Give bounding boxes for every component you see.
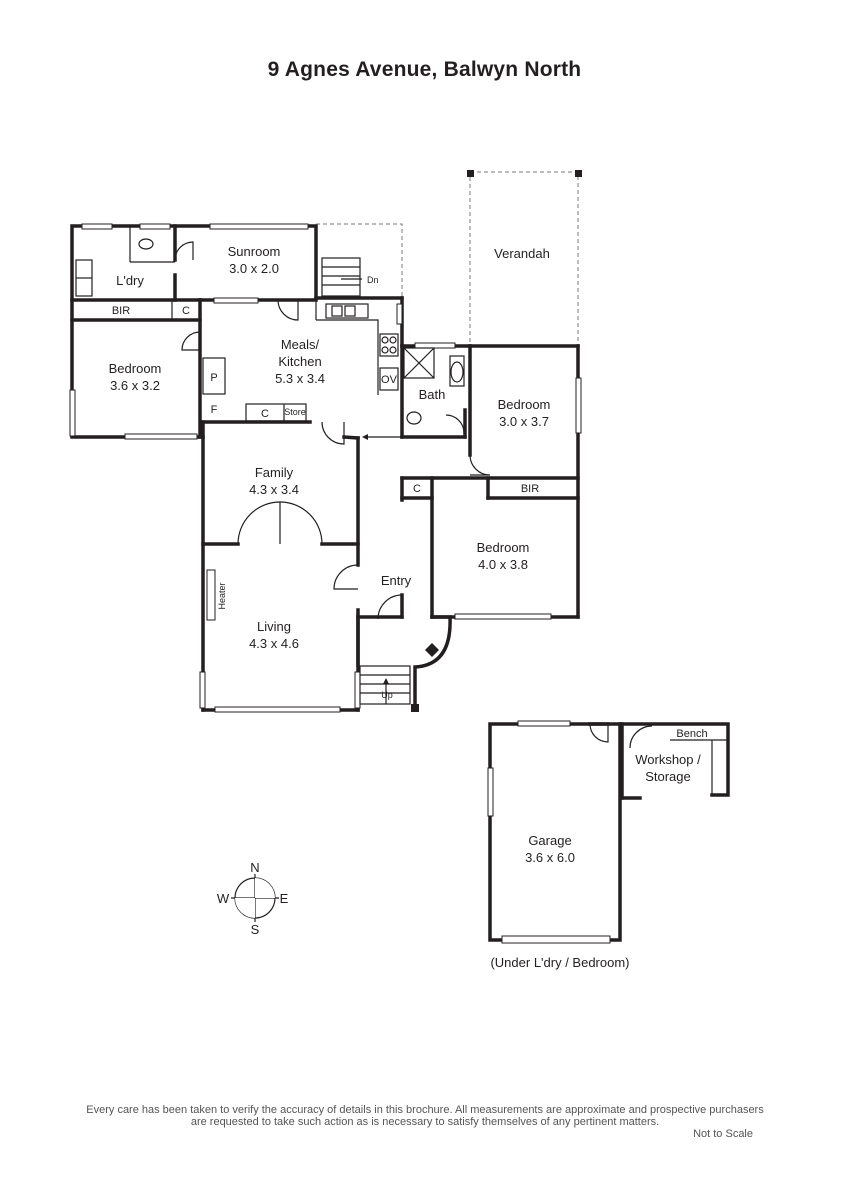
disclaimer-line-1: Every care has been taken to verify the … — [86, 1104, 764, 1116]
disclaimer-line-2: are requested to take such action as is … — [190, 1116, 660, 1128]
stairs-down-label: Dn — [367, 275, 379, 285]
bir-right-label: BIR — [521, 483, 539, 495]
compass-east: E — [280, 891, 289, 906]
house-walls — [70, 224, 580, 712]
meals-kitchen-size: 5.3 x 3.4 — [275, 371, 325, 386]
garage-note: (Under L'dry / Bedroom) — [490, 955, 629, 970]
family-size: 4.3 x 3.4 — [249, 482, 299, 497]
entry-label: Entry — [381, 573, 412, 588]
compass-icon: N S E W — [217, 860, 289, 937]
sunroom-size: 3.0 x 2.0 — [229, 261, 279, 276]
bedroom-main-size: 4.0 x 3.8 — [478, 557, 528, 572]
cupboard-right-label: C — [413, 483, 421, 495]
bedroom-right-size: 3.0 x 3.7 — [499, 414, 549, 429]
compass-north: N — [250, 860, 259, 875]
living-size: 4.3 x 4.6 — [249, 636, 299, 651]
windows — [69, 223, 582, 713]
fridge-label: F — [211, 404, 218, 416]
page-title: 9 Agnes Avenue, Balwyn North — [267, 58, 582, 81]
heater-label: Heater — [217, 582, 227, 609]
workshop-label: Workshop / — [635, 752, 701, 767]
disclaimer: Every care has been taken to verify the … — [40, 1104, 810, 1128]
bedroom-left-label: Bedroom — [109, 361, 162, 376]
oven-label: OV — [381, 374, 398, 386]
stairs-up-label: Up — [381, 690, 393, 700]
store-label: Store — [284, 407, 306, 417]
pantry-label: P — [210, 372, 217, 384]
living-label: Living — [257, 619, 291, 634]
family-label: Family — [255, 465, 294, 480]
verandah — [467, 170, 582, 346]
doors — [174, 241, 491, 620]
sunroom-label: Sunroom — [228, 244, 281, 259]
bir-left-label: BIR — [112, 305, 130, 317]
meals-label: Meals/ — [281, 337, 320, 352]
garage-label: Garage — [528, 833, 571, 848]
cupboard-kitchen-label: C — [261, 408, 269, 420]
garage-walls — [487, 720, 730, 944]
storage-label: Storage — [645, 769, 691, 784]
bench-label: Bench — [676, 728, 707, 740]
verandah-label: Verandah — [494, 246, 550, 261]
laundry-label: L'dry — [116, 273, 144, 288]
bath-label: Bath — [419, 387, 446, 402]
cupboard-left-label: C — [182, 305, 190, 317]
deck-outline — [316, 223, 403, 297]
bedroom-left-size: 3.6 x 3.2 — [110, 378, 160, 393]
garage-size: 3.6 x 6.0 — [525, 850, 575, 865]
compass-west: W — [217, 891, 230, 906]
fixtures — [75, 238, 465, 712]
compass-south: S — [251, 922, 260, 937]
bedroom-right-label: Bedroom — [498, 397, 551, 412]
bedroom-main-label: Bedroom — [477, 540, 530, 555]
kitchen-label: Kitchen — [278, 354, 321, 369]
not-to-scale-note: Not to Scale — [693, 1128, 753, 1140]
